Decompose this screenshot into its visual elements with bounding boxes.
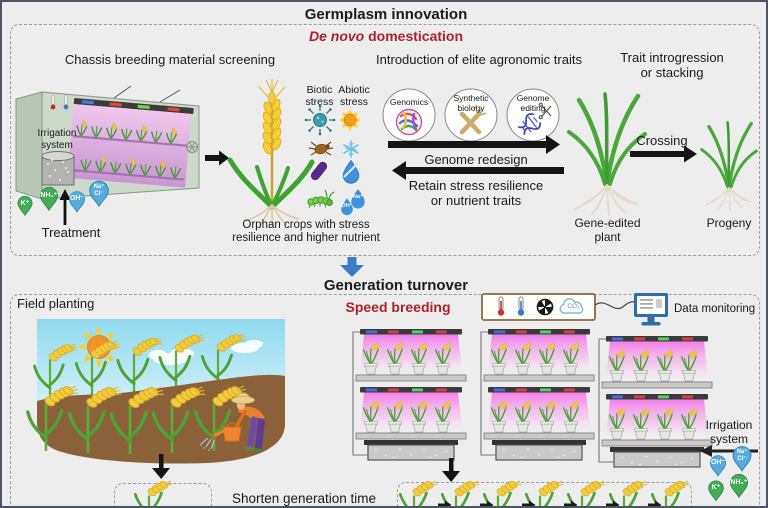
hydroxide-pin-label: OH⁻ — [69, 195, 85, 202]
fan-icon — [536, 298, 554, 316]
trait-heading: Trait introgression or stacking — [620, 50, 724, 80]
crossing-label: Crossing — [636, 133, 688, 148]
bacterium-icon — [310, 161, 328, 181]
chamber-to-orphan-arrow — [205, 150, 229, 166]
hydroxide-pin-label-bottom: OH⁻ — [710, 459, 726, 466]
monitor-icon — [634, 293, 668, 326]
data-monitoring-label: Data monitoring — [674, 303, 756, 315]
co2-cloud-icon — [559, 298, 584, 314]
rack-unit-2 — [481, 329, 594, 460]
irrigation-label-top: Irrigation system — [37, 128, 77, 151]
thermometer-hot-icon — [497, 296, 505, 316]
crossing-arrow — [630, 145, 697, 163]
irrigation-label-bottom: Irrigation system — [705, 418, 753, 446]
page-title: Germplasm innovation — [304, 6, 468, 23]
subtitle: De novo domestication — [2, 28, 766, 44]
genome-redesign-arrow — [388, 135, 560, 154]
drought-droplet-icon — [342, 159, 360, 185]
growth-chamber — [15, 85, 200, 200]
gene-edited-label: Gene-edited plant — [574, 216, 641, 244]
genome-editing-label: Genome editing — [516, 93, 550, 113]
sensor-panel — [481, 293, 596, 321]
farmer — [200, 392, 265, 453]
speed-breeding-label: Speed breeding — [345, 299, 451, 315]
field-scene — [26, 319, 285, 464]
progeny-label: Progeny — [706, 216, 752, 230]
shorten-generation-label: Shorten generation time — [231, 491, 377, 506]
cold-snowflake-icon — [343, 140, 359, 158]
section-divider-arrow — [340, 257, 364, 277]
potassium-pin-label-bottom: K⁺ — [711, 484, 721, 491]
salinity-oh-label: OH⁻ — [341, 203, 353, 209]
vent-fan-icon — [185, 140, 199, 154]
abiotic-stress-label: Abiotic stress — [338, 84, 370, 109]
generation-turnover-title: Generation turnover — [323, 277, 469, 294]
generation-wheat-sequence — [398, 478, 691, 506]
treatment-arrow — [59, 189, 71, 225]
biotic-stress-label: Biotic stress — [305, 84, 334, 109]
caterpillar-icon — [307, 189, 335, 209]
genomics-circle — [382, 88, 436, 142]
co2-label: CO₂ — [567, 303, 580, 310]
data-wire — [594, 301, 636, 310]
rack-unit-1 — [353, 329, 466, 460]
progeny-plant — [700, 120, 758, 211]
elite-heading: Introduction of elite agronomic traits — [376, 52, 582, 67]
subtitle-italic: De novo — [308, 28, 365, 44]
orphan-wheat-plant — [227, 79, 315, 227]
chassis-heading: Chassis breeding material screening — [64, 52, 276, 67]
speed-down-arrow — [442, 458, 460, 482]
salinity-na-label: Na⁺ — [353, 194, 363, 200]
ammonium-pin-label-bottom: NH₄⁺ — [730, 479, 748, 486]
thermometer-cold-icon — [517, 296, 525, 316]
water-tank — [41, 151, 75, 186]
domestication-section-box — [10, 24, 760, 256]
retain-label: Retain stress resilience or nutrient tra… — [408, 178, 544, 208]
watering-can-icon — [200, 422, 242, 451]
salt-pin-label: Na⁺ Cl⁻ — [93, 184, 105, 197]
box-wheat — [133, 478, 174, 506]
field-planting-label: Field planting — [17, 296, 95, 311]
ammonium-pin-label: NH₄⁺ — [40, 192, 58, 199]
treatment-label: Treatment — [41, 225, 101, 240]
pest-mite-icon — [308, 141, 334, 156]
field-down-arrow — [152, 454, 170, 479]
thermometer-cold-icon — [63, 94, 69, 110]
synthetic-biology-label: Synthetic biology — [453, 93, 489, 113]
genome-redesign-label: Genome redesign — [424, 152, 528, 167]
genome-editing-circle — [506, 88, 560, 142]
thermometer-hot-icon — [50, 94, 56, 110]
harvest-box-wide — [397, 482, 692, 506]
orphan-caption: Orphan crops with stress resilience and … — [232, 219, 380, 245]
genomics-label: Genomics — [389, 97, 429, 107]
virus-icon — [304, 104, 336, 136]
rack-unit-3 — [599, 336, 712, 467]
succession-arrows — [438, 500, 662, 506]
potassium-pin-label: K⁺ — [20, 200, 30, 207]
turnover-section-box — [10, 294, 760, 506]
subtitle-rest: domestication — [364, 28, 464, 44]
heat-sun-icon — [339, 109, 361, 131]
retain-traits-arrow — [392, 161, 564, 180]
salt-pin-label-bottom: Na⁺ Cl⁻ — [736, 449, 748, 462]
